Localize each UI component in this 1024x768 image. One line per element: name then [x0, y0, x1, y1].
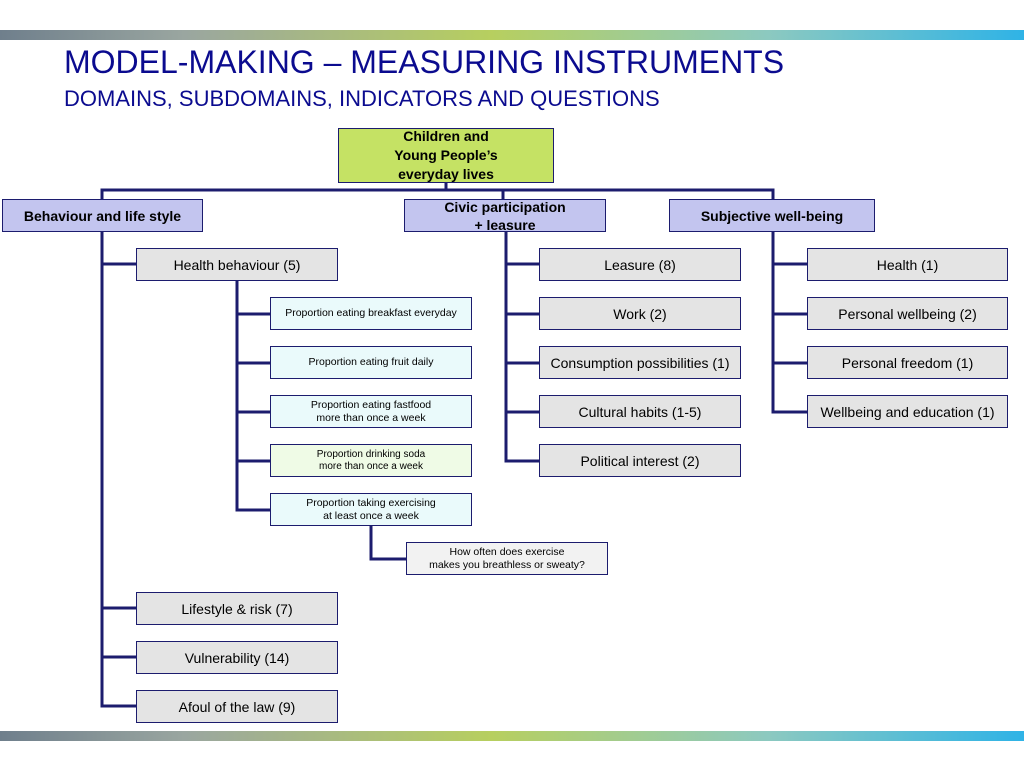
subdomain-health: Health (1)	[807, 248, 1008, 281]
question-exercise-breathless: How often does exercise makes you breath…	[406, 542, 608, 575]
subdomain-label: Leasure (8)	[604, 256, 676, 273]
page-title: MODEL-MAKING – MEASURING INSTRUMENTS	[64, 44, 785, 80]
subdomain-label: Personal wellbeing (2)	[838, 305, 977, 322]
indicator-fruit: Proportion eating fruit daily	[270, 346, 472, 379]
domain-subjective-well-being: Subjective well-being	[669, 199, 875, 232]
subdomain-label: Wellbeing and education (1)	[820, 403, 995, 420]
subdomain-personal-freedom: Personal freedom (1)	[807, 346, 1008, 379]
subdomain-consumption-possibilities: Consumption possibilities (1)	[539, 346, 741, 379]
indicator-label: Proportion eating fastfood more than onc…	[310, 398, 432, 424]
subdomain-afoul-of-the-law: Afoul of the law (9)	[136, 690, 338, 723]
subdomain-label: Work (2)	[613, 305, 667, 322]
domain-label: Behaviour and life style	[23, 207, 182, 224]
indicator-fastfood: Proportion eating fastfood more than onc…	[270, 395, 472, 428]
indicator-label: Proportion eating fruit daily	[308, 356, 434, 368]
subdomain-leasure: Leasure (8)	[539, 248, 741, 281]
indicator-label: Proportion eating breakfast everyday	[285, 307, 457, 319]
subdomain-label: Political interest (2)	[580, 452, 700, 469]
indicator-exercise: Proportion taking exercising at least on…	[270, 493, 472, 526]
top-decorative-stripe	[0, 30, 1024, 40]
domain-civic-participation: Civic participation + leasure	[404, 198, 606, 233]
subdomain-label: Cultural habits (1-5)	[578, 403, 702, 420]
subdomain-political-interest: Political interest (2)	[539, 444, 741, 477]
domain-behaviour-life-style: Behaviour and life style	[2, 199, 203, 232]
subdomain-label: Health behaviour (5)	[173, 256, 301, 273]
subdomain-health-behaviour: Health behaviour (5)	[136, 248, 338, 281]
subdomain-label: Afoul of the law (9)	[178, 698, 296, 715]
subdomain-label: Lifestyle & risk (7)	[181, 600, 293, 617]
subdomain-label: Personal freedom (1)	[841, 354, 974, 371]
indicator-breakfast: Proportion eating breakfast everyday	[270, 297, 472, 330]
question-label: How often does exercise makes you breath…	[429, 545, 585, 571]
subdomain-wellbeing-education: Wellbeing and education (1)	[807, 395, 1008, 428]
domain-label: Subjective well-being	[700, 207, 844, 224]
subdomain-cultural-habits: Cultural habits (1-5)	[539, 395, 741, 428]
page-subtitle: DOMAINS, SUBDOMAINS, INDICATORS AND QUES…	[64, 86, 660, 111]
indicator-soda: Proportion drinking soda more than once …	[270, 444, 472, 477]
indicator-label: Proportion taking exercising at least on…	[306, 496, 436, 522]
subdomain-lifestyle-risk: Lifestyle & risk (7)	[136, 592, 338, 625]
subdomain-vulnerability: Vulnerability (14)	[136, 641, 338, 674]
bottom-decorative-stripe	[0, 731, 1024, 741]
indicator-label: Proportion drinking soda more than once …	[316, 448, 426, 472]
subdomain-label: Vulnerability (14)	[184, 649, 290, 666]
subdomain-label: Health (1)	[876, 256, 939, 273]
domain-label: Civic participation + leasure	[444, 198, 566, 233]
root-node: Children and Young People’s everyday liv…	[338, 128, 554, 183]
subdomain-personal-wellbeing: Personal wellbeing (2)	[807, 297, 1008, 330]
subdomain-label: Consumption possibilities (1)	[550, 354, 730, 371]
subdomain-work: Work (2)	[539, 297, 741, 330]
root-node-label: Children and Young People’s everyday liv…	[394, 128, 498, 182]
